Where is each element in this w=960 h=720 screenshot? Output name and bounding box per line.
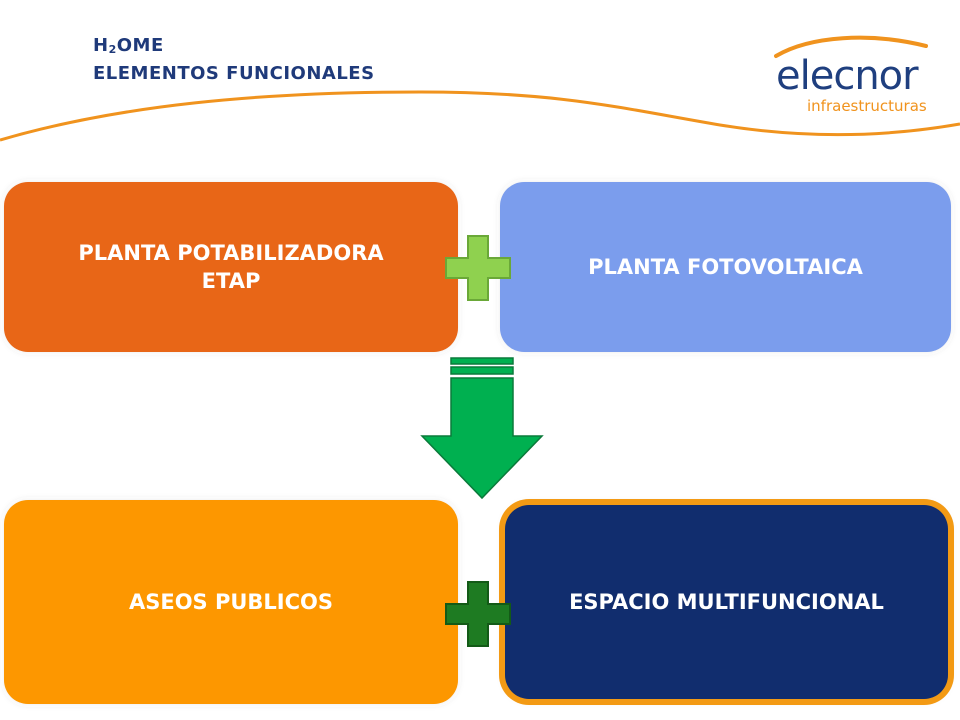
logo-arc-icon: [774, 35, 928, 58]
logo-tagline: infraestructuras: [807, 97, 927, 115]
box-multi-label: ESPACIO MULTIFUNCIONAL: [569, 590, 884, 614]
plus-icon: [445, 235, 511, 301]
box-etap-label-line1: PLANTA POTABILIZADORA: [78, 241, 384, 265]
title-h: H: [93, 35, 109, 56]
title-line-1: H2OME: [93, 33, 375, 61]
box-espacio-multifuncional: ESPACIO MULTIFUNCIONAL: [505, 505, 948, 699]
elecnor-logo: elecnor infraestructuras: [770, 34, 930, 124]
arrow-down-icon: [420, 357, 544, 500]
plus-icon: [445, 581, 511, 647]
logo-wordmark: elecnor: [776, 53, 919, 99]
header-divider-curve: [0, 90, 960, 142]
box-planta-potabilizadora: PLANTA POTABILIZADORA ETAP: [4, 182, 458, 352]
title-subscript: 2: [108, 43, 117, 56]
box-foto-label: PLANTA FOTOVOLTAICA: [588, 255, 863, 279]
box-aseos-publicos: ASEOS PUBLICOS: [4, 500, 458, 704]
page-title: H2OME ELEMENTOS FUNCIONALES: [93, 33, 375, 87]
title-line-2: ELEMENTOS FUNCIONALES: [93, 63, 375, 84]
box-etap-label-line2: ETAP: [201, 269, 261, 293]
title-ome: OME: [116, 35, 164, 56]
box-planta-fotovoltaica: PLANTA FOTOVOLTAICA: [500, 182, 951, 352]
box-aseos-label: ASEOS PUBLICOS: [128, 590, 334, 614]
